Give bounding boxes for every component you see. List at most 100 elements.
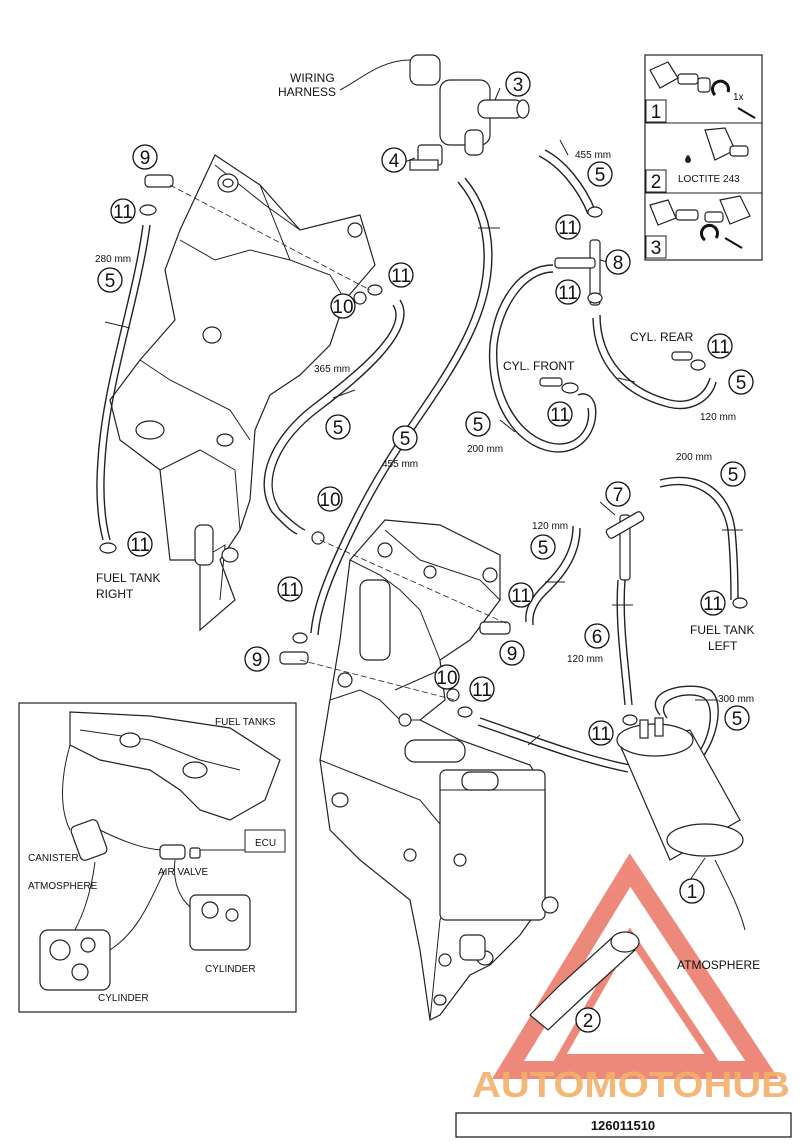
fuel-tank-left-label-1: FUEL TANK [690,623,754,637]
svg-text:300 mm: 300 mm [718,694,754,705]
callout-11-c: 11 [555,279,581,305]
dimensions: 455 mm 280 mm 365 mm 455 mm 200 mm 120 m… [95,150,754,705]
fuel-tank-left-drawing [319,519,559,1021]
svg-text:9: 9 [140,148,151,169]
atmosphere-label: ATMOSPHERE [677,958,760,972]
callout-11-k: 11 [469,676,495,702]
callout-11-h: 11 [277,576,303,602]
svg-text:5: 5 [728,465,739,486]
svg-text:5: 5 [400,429,411,450]
air-valve-solenoid [409,54,530,156]
svg-text:120 mm: 120 mm [700,412,736,423]
callout-5-f: 5 [392,425,418,451]
svg-text:5: 5 [736,373,747,394]
filter-part-2 [529,931,640,1031]
callout-11-j: 11 [700,590,726,616]
watermark-brand: AUTOMOTOHUB [472,1064,790,1105]
callout-5-b: 5 [587,161,613,187]
fuel-tank-left-label-2: LEFT [708,639,738,653]
watermark-logo [491,853,779,1079]
svg-text:11: 11 [280,580,300,601]
svg-text:9: 9 [252,650,263,671]
svg-text:1: 1 [687,882,698,903]
callout-10-b: 10 [317,486,343,512]
callout-11-g: 11 [127,531,153,557]
svg-text:5: 5 [595,165,606,186]
inset-fuel-tanks-label: FUEL TANKS [215,717,276,728]
svg-text:10: 10 [319,490,340,511]
callout-5-e: 5 [325,414,351,440]
svg-text:5: 5 [473,415,484,436]
t-fitting-part-7 [605,511,645,581]
callout-11-e: 11 [707,333,733,359]
svg-text:2: 2 [583,1011,594,1032]
cyl-rear-label: CYL. REAR [630,330,694,344]
callout-11-l: 11 [588,720,614,746]
svg-text:7: 7 [613,485,624,506]
svg-text:200 mm: 200 mm [676,452,712,463]
svg-text:6: 6 [592,627,603,648]
svg-text:11: 11 [391,266,411,287]
callout-10-c: 10 [434,664,460,690]
svg-text:455 mm: 455 mm [575,150,611,161]
svg-text:8: 8 [613,253,624,274]
callout-6: 6 [584,623,610,649]
svg-text:11: 11 [558,283,578,304]
callout-8: 8 [605,249,631,275]
callout-5-i: 5 [724,705,750,731]
callout-5-a: 5 [97,267,123,293]
svg-text:10: 10 [332,297,353,318]
callout-2: 2 [575,1007,601,1033]
svg-text:10: 10 [436,668,457,689]
callout-11-a: 11 [110,198,136,224]
svg-text:120 mm: 120 mm [532,521,568,532]
cyl-front-label: CYL. FRONT [503,359,575,373]
svg-text:5: 5 [105,271,116,292]
svg-text:11: 11 [703,594,723,615]
svg-text:1x: 1x [733,92,744,103]
svg-text:5: 5 [732,709,743,730]
callout-5-g: 5 [720,461,746,487]
callout-3: 3 [505,71,531,97]
hoses [96,59,746,931]
fuel-tank-right-label-1: FUEL TANK [96,571,160,585]
part-number-box: 126011510 [455,1112,792,1138]
svg-text:9: 9 [507,644,518,665]
watermark-text: AUTOMOTOHUB [472,1064,790,1105]
system-inset: FUEL TANKS ECU CANISTER ATMOSPHERE AIR V… [18,702,297,1013]
t-fitting-part-8 [554,239,601,306]
inset-canister-label: CANISTER [28,853,79,864]
svg-text:LOCTITE 243: LOCTITE 243 [678,174,740,185]
labels: WIRING HARNESS CYL. FRONT CYL. REAR FUEL… [96,71,760,972]
svg-text:11: 11 [113,202,133,223]
callout-4: 4 [381,147,407,173]
callout-9-top: 9 [132,144,158,170]
svg-text:11: 11 [550,405,570,426]
svg-text:200 mm: 200 mm [467,444,503,455]
svg-text:455 mm: 455 mm [382,459,418,470]
bracket-part-4 [409,144,443,171]
fuel-tank-right-label-2: RIGHT [96,587,134,601]
part-number: 126011510 [591,1118,655,1133]
svg-text:365 mm: 365 mm [314,364,350,375]
svg-text:1: 1 [651,102,662,123]
svg-text:3: 3 [513,75,524,96]
inset-cylinder-left-label: CYLINDER [98,993,149,1004]
instruction-panel: 1 1x 2 LOCTITE 243 3 [644,54,763,261]
fuel-tank-right-drawing [109,154,376,632]
wiring-harness-label-2: HARNESS [278,85,336,99]
callout-11-b: 11 [555,214,581,240]
callout-5-d: 5 [465,411,491,437]
elbow-fittings-part-9 [144,174,511,665]
hose-cut-marks [104,139,743,746]
assembly-lines [169,184,511,701]
svg-text:3: 3 [651,238,662,259]
svg-text:11: 11 [591,724,611,745]
svg-text:5: 5 [333,418,344,439]
callout-5-c: 5 [728,369,754,395]
callout-10-a: 10 [330,293,356,319]
callout-11-i: 11 [508,582,534,608]
inset-air-valve-label: AIR VALVE [158,867,209,878]
svg-text:120 mm: 120 mm [567,654,603,665]
